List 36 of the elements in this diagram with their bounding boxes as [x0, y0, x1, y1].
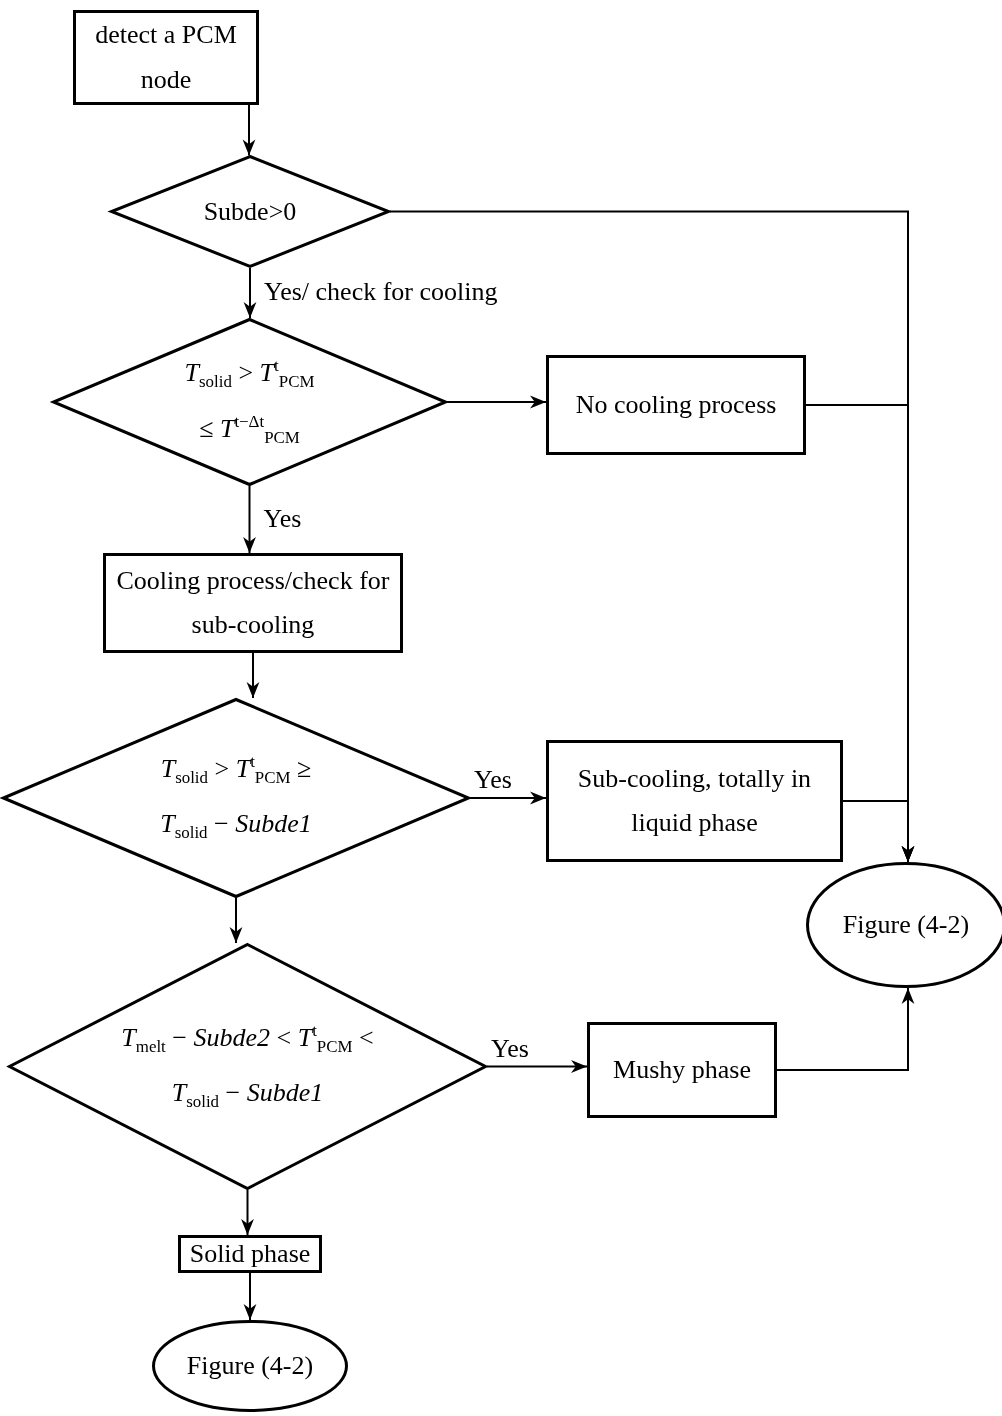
process-box [73, 10, 259, 105]
node-text: Figure (4-2) [842, 909, 970, 941]
arrow [241, 1189, 254, 1236]
connector-ellipse [152, 1320, 348, 1412]
arrow [243, 1272, 257, 1321]
arrow [246, 652, 260, 699]
decision-diamond [110, 155, 390, 268]
process-box [546, 740, 843, 862]
process-box [178, 1235, 322, 1273]
process-box [103, 553, 403, 653]
node-text: Cooling process/check for sub-cooling [115, 564, 391, 641]
decision-diamond [52, 318, 447, 486]
node-text: Subde>0 [203, 195, 297, 228]
condition-text: T$_{solid}$ − Subde1 [160, 808, 312, 844]
node-text: Figure (4-2) [186, 1350, 314, 1382]
arrow [486, 1060, 588, 1073]
node-text: Sub-cooling, totally in liquid phase [576, 762, 813, 839]
arrow [242, 104, 256, 157]
process-box [587, 1022, 777, 1118]
condition-text: T$_{melt}$ − Subde2 < T$^{t}$$_{PCM}$ < [121, 1020, 374, 1057]
arrow [842, 800, 915, 863]
process-box [546, 355, 806, 455]
node-text: No cooling process [575, 388, 777, 421]
condition-text: T$_{solid}$ − Subde1 [171, 1076, 324, 1113]
arrow [446, 395, 547, 409]
arrow [469, 791, 547, 805]
node-text: Solid phase [189, 1237, 311, 1270]
arrow [243, 485, 256, 554]
arrow [229, 897, 243, 944]
decision-diamond [8, 943, 487, 1190]
node-text: Mushy phase [613, 1053, 751, 1086]
arrow [776, 987, 915, 1071]
arrow [243, 267, 257, 319]
condition-text: T$_{solid}$ > T$^{t}$$_{PCM}$ ≥ [160, 752, 312, 789]
decision-diamond [2, 698, 470, 898]
node-text: detect a PCM node [94, 19, 238, 96]
